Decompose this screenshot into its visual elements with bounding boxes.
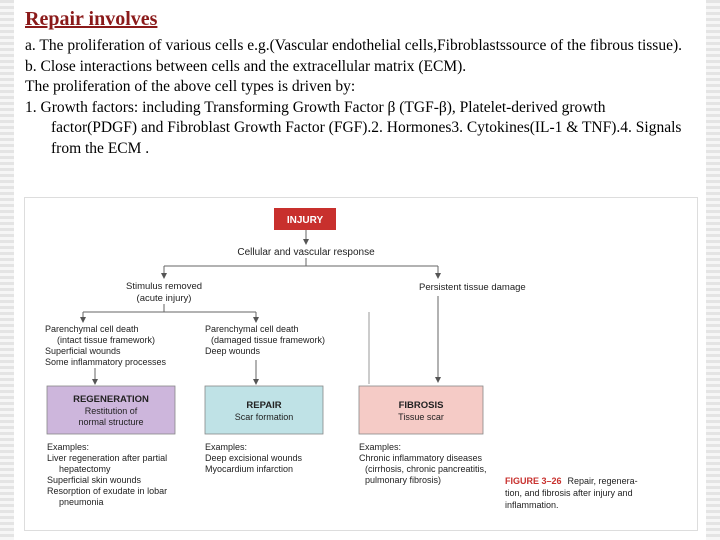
regeneration-example: Resorption of exudate in lobar xyxy=(47,486,167,496)
paragraph-b: b. Close interactions between cells and … xyxy=(25,57,467,75)
caption-line-2: tion, and fibrosis after injury and xyxy=(505,488,633,498)
repair-diagram-figure: INJURY Cellular and vascular response St… xyxy=(24,197,698,531)
repair-diagram: INJURY Cellular and vascular response St… xyxy=(45,208,638,510)
stimulus-label-1: Stimulus removed xyxy=(126,281,202,292)
regeneration-examples: Examples: Liver regeneration after parti… xyxy=(47,442,167,507)
fibrosis-box xyxy=(358,385,484,435)
connector-lines xyxy=(80,230,441,385)
injury-label: INJURY xyxy=(287,215,324,226)
repair-box xyxy=(204,385,324,435)
regeneration-example: hepatectomy xyxy=(59,464,111,474)
regeneration-sub-1: Restitution of xyxy=(85,406,138,416)
slide-body: a. The proliferation of various cells e.… xyxy=(25,36,693,159)
response-label: Cellular and vascular response xyxy=(237,247,375,258)
fibrosis-example: Chronic inflammatory diseases xyxy=(359,453,483,463)
caption-line-1: FIGURE 3–26 Repair, regenera- xyxy=(505,476,638,486)
fibrosis-title: FIBROSIS xyxy=(399,400,444,411)
middle-condition: Deep wounds xyxy=(205,346,261,356)
repair-example: Myocardium infarction xyxy=(205,464,293,474)
paragraph-c: The proliferation of the above cell type… xyxy=(25,78,356,95)
examples-heading: Examples: xyxy=(47,442,89,452)
stimulus-label-2: (acute injury) xyxy=(137,293,192,304)
repair-example: Deep excisional wounds xyxy=(205,453,303,463)
fibrosis-example: (cirrhosis, chronic pancreatitis, xyxy=(365,464,487,474)
left-condition: Superficial wounds xyxy=(45,346,121,356)
left-border-decoration xyxy=(0,0,14,540)
examples-heading: Examples: xyxy=(359,442,401,452)
regeneration-example: Liver regeneration after partial xyxy=(47,453,167,463)
repair-examples: Examples: Deep excisional wounds Myocard… xyxy=(205,442,303,474)
repair-sub: Scar formation xyxy=(235,412,294,422)
left-condition: Some inflammatory processes xyxy=(45,357,167,367)
slide-heading: Repair involves xyxy=(25,8,158,30)
left-condition: Parenchymal cell death xyxy=(45,324,139,334)
fibrosis-example: pulmonary fibrosis) xyxy=(365,475,441,485)
middle-condition: Parenchymal cell death xyxy=(205,324,299,334)
left-condition: (intact tissue framework) xyxy=(57,335,155,345)
right-border-decoration xyxy=(706,0,720,540)
fibrosis-sub: Tissue scar xyxy=(398,412,444,422)
fibrosis-examples: Examples: Chronic inflammatory diseases … xyxy=(359,442,487,485)
middle-condition: (damaged tissue framework) xyxy=(211,335,325,345)
regeneration-example: Superficial skin wounds xyxy=(47,475,142,485)
middle-conditions: Parenchymal cell death (damaged tissue f… xyxy=(205,324,325,356)
left-conditions: Parenchymal cell death (intact tissue fr… xyxy=(45,324,167,367)
examples-heading: Examples: xyxy=(205,442,247,452)
regeneration-example: pneumonia xyxy=(59,497,104,507)
regeneration-title: REGENERATION xyxy=(73,394,149,405)
persistent-damage-label: Persistent tissue damage xyxy=(419,282,526,293)
caption-figure-label: FIGURE 3–26 xyxy=(505,476,562,486)
caption-line-3: inflammation. xyxy=(505,500,559,510)
regeneration-box xyxy=(46,385,176,435)
injury-box xyxy=(274,208,336,230)
caption-text-1: Repair, regenera- xyxy=(568,476,638,486)
paragraph-a: a. The proliferation of various cells e.… xyxy=(25,37,682,54)
figure-caption: FIGURE 3–26 Repair, regenera- tion, and f… xyxy=(505,476,638,510)
regeneration-sub-2: normal structure xyxy=(78,417,143,427)
list-item-1: 1. Growth factors: including Transformin… xyxy=(25,98,682,157)
repair-title: REPAIR xyxy=(246,400,281,411)
